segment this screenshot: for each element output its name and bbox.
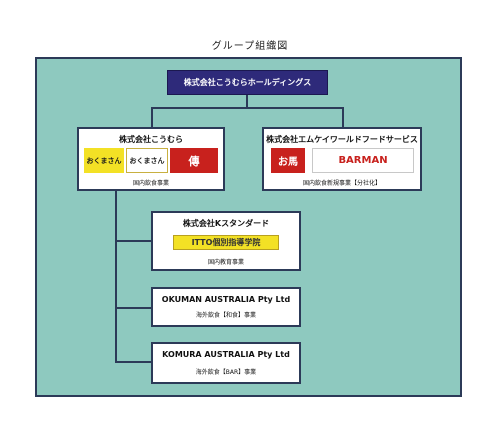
company-business: 国内教育事業 — [207, 259, 244, 266]
company-box-komura: 株式会社こうむら おくまさん おくまさん 傳 国内飲食事業 — [77, 127, 225, 191]
company-name: OKUMAN AUSTRALIA Pty Ltd — [161, 295, 291, 304]
dendo-logo-icon: 傳 — [170, 148, 218, 173]
okuma-red-logo-icon: お馬 — [271, 148, 305, 173]
holding-company-box: 株式会社こうむらホールディングス — [167, 70, 328, 95]
company-box-mk-world: 株式会社エムケイワールドフードサービス お馬 BARMAN 国内飲食新規事業【分… — [262, 127, 422, 191]
page-title: グループ組織図 — [211, 41, 289, 52]
company-business: 海外飲食【和食】事業 — [195, 312, 256, 319]
okumasan-logo-1-icon: おくまさん — [84, 148, 124, 173]
company-box-okuman-australia: OKUMAN AUSTRALIA Pty Ltd 海外飲食【和食】事業 — [151, 287, 301, 327]
okumasan-logo-2-icon: おくまさん — [126, 148, 168, 173]
itto-logo-icon: ITTO個別指導学院 — [173, 235, 279, 250]
connector-branch-okuman — [115, 307, 152, 309]
company-business: 海外飲食【BAR】事業 — [195, 369, 257, 376]
connector-holding-down — [246, 95, 248, 108]
company-name: 株式会社Kスタンダード — [182, 219, 270, 228]
connector-branch-komura — [115, 361, 152, 363]
holding-company-name: 株式会社こうむらホールディングス — [183, 78, 312, 87]
connector-right-drop — [342, 107, 344, 128]
company-business: 国内飲食新規事業【分社化】 — [302, 180, 381, 187]
company-name: KOMURA AUSTRALIA Pty Ltd — [162, 350, 290, 359]
barman-logo-icon: BARMAN — [312, 148, 414, 173]
connector-left-drop — [151, 107, 153, 128]
company-business: 国内飲食事業 — [132, 180, 169, 187]
company-name: 株式会社エムケイワールドフードサービス — [266, 135, 418, 144]
company-name: 株式会社こうむら — [119, 135, 183, 144]
connector-vertical-trunk — [115, 190, 117, 362]
company-box-k-standard: 株式会社Kスタンダード ITTO個別指導学院 国内教育事業 — [151, 211, 301, 271]
connector-branch-k — [115, 240, 152, 242]
connector-horizontal-top — [151, 107, 344, 109]
company-box-komura-australia: KOMURA AUSTRALIA Pty Ltd 海外飲食【BAR】事業 — [151, 342, 301, 384]
